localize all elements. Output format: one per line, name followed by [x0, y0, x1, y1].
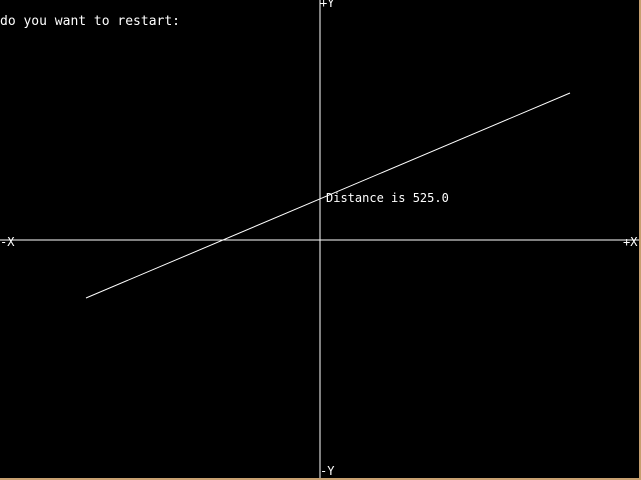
distance-readout: Distance is 525.0 [326, 191, 449, 205]
neg-y-label: -Y [320, 464, 335, 478]
pos-x-label: +X [623, 235, 638, 249]
restart-prompt: do you want to restart: [0, 14, 181, 29]
neg-x-label: -X [0, 235, 15, 249]
pos-y-label: +Y [320, 0, 335, 10]
plotted-line [85, 92, 571, 299]
